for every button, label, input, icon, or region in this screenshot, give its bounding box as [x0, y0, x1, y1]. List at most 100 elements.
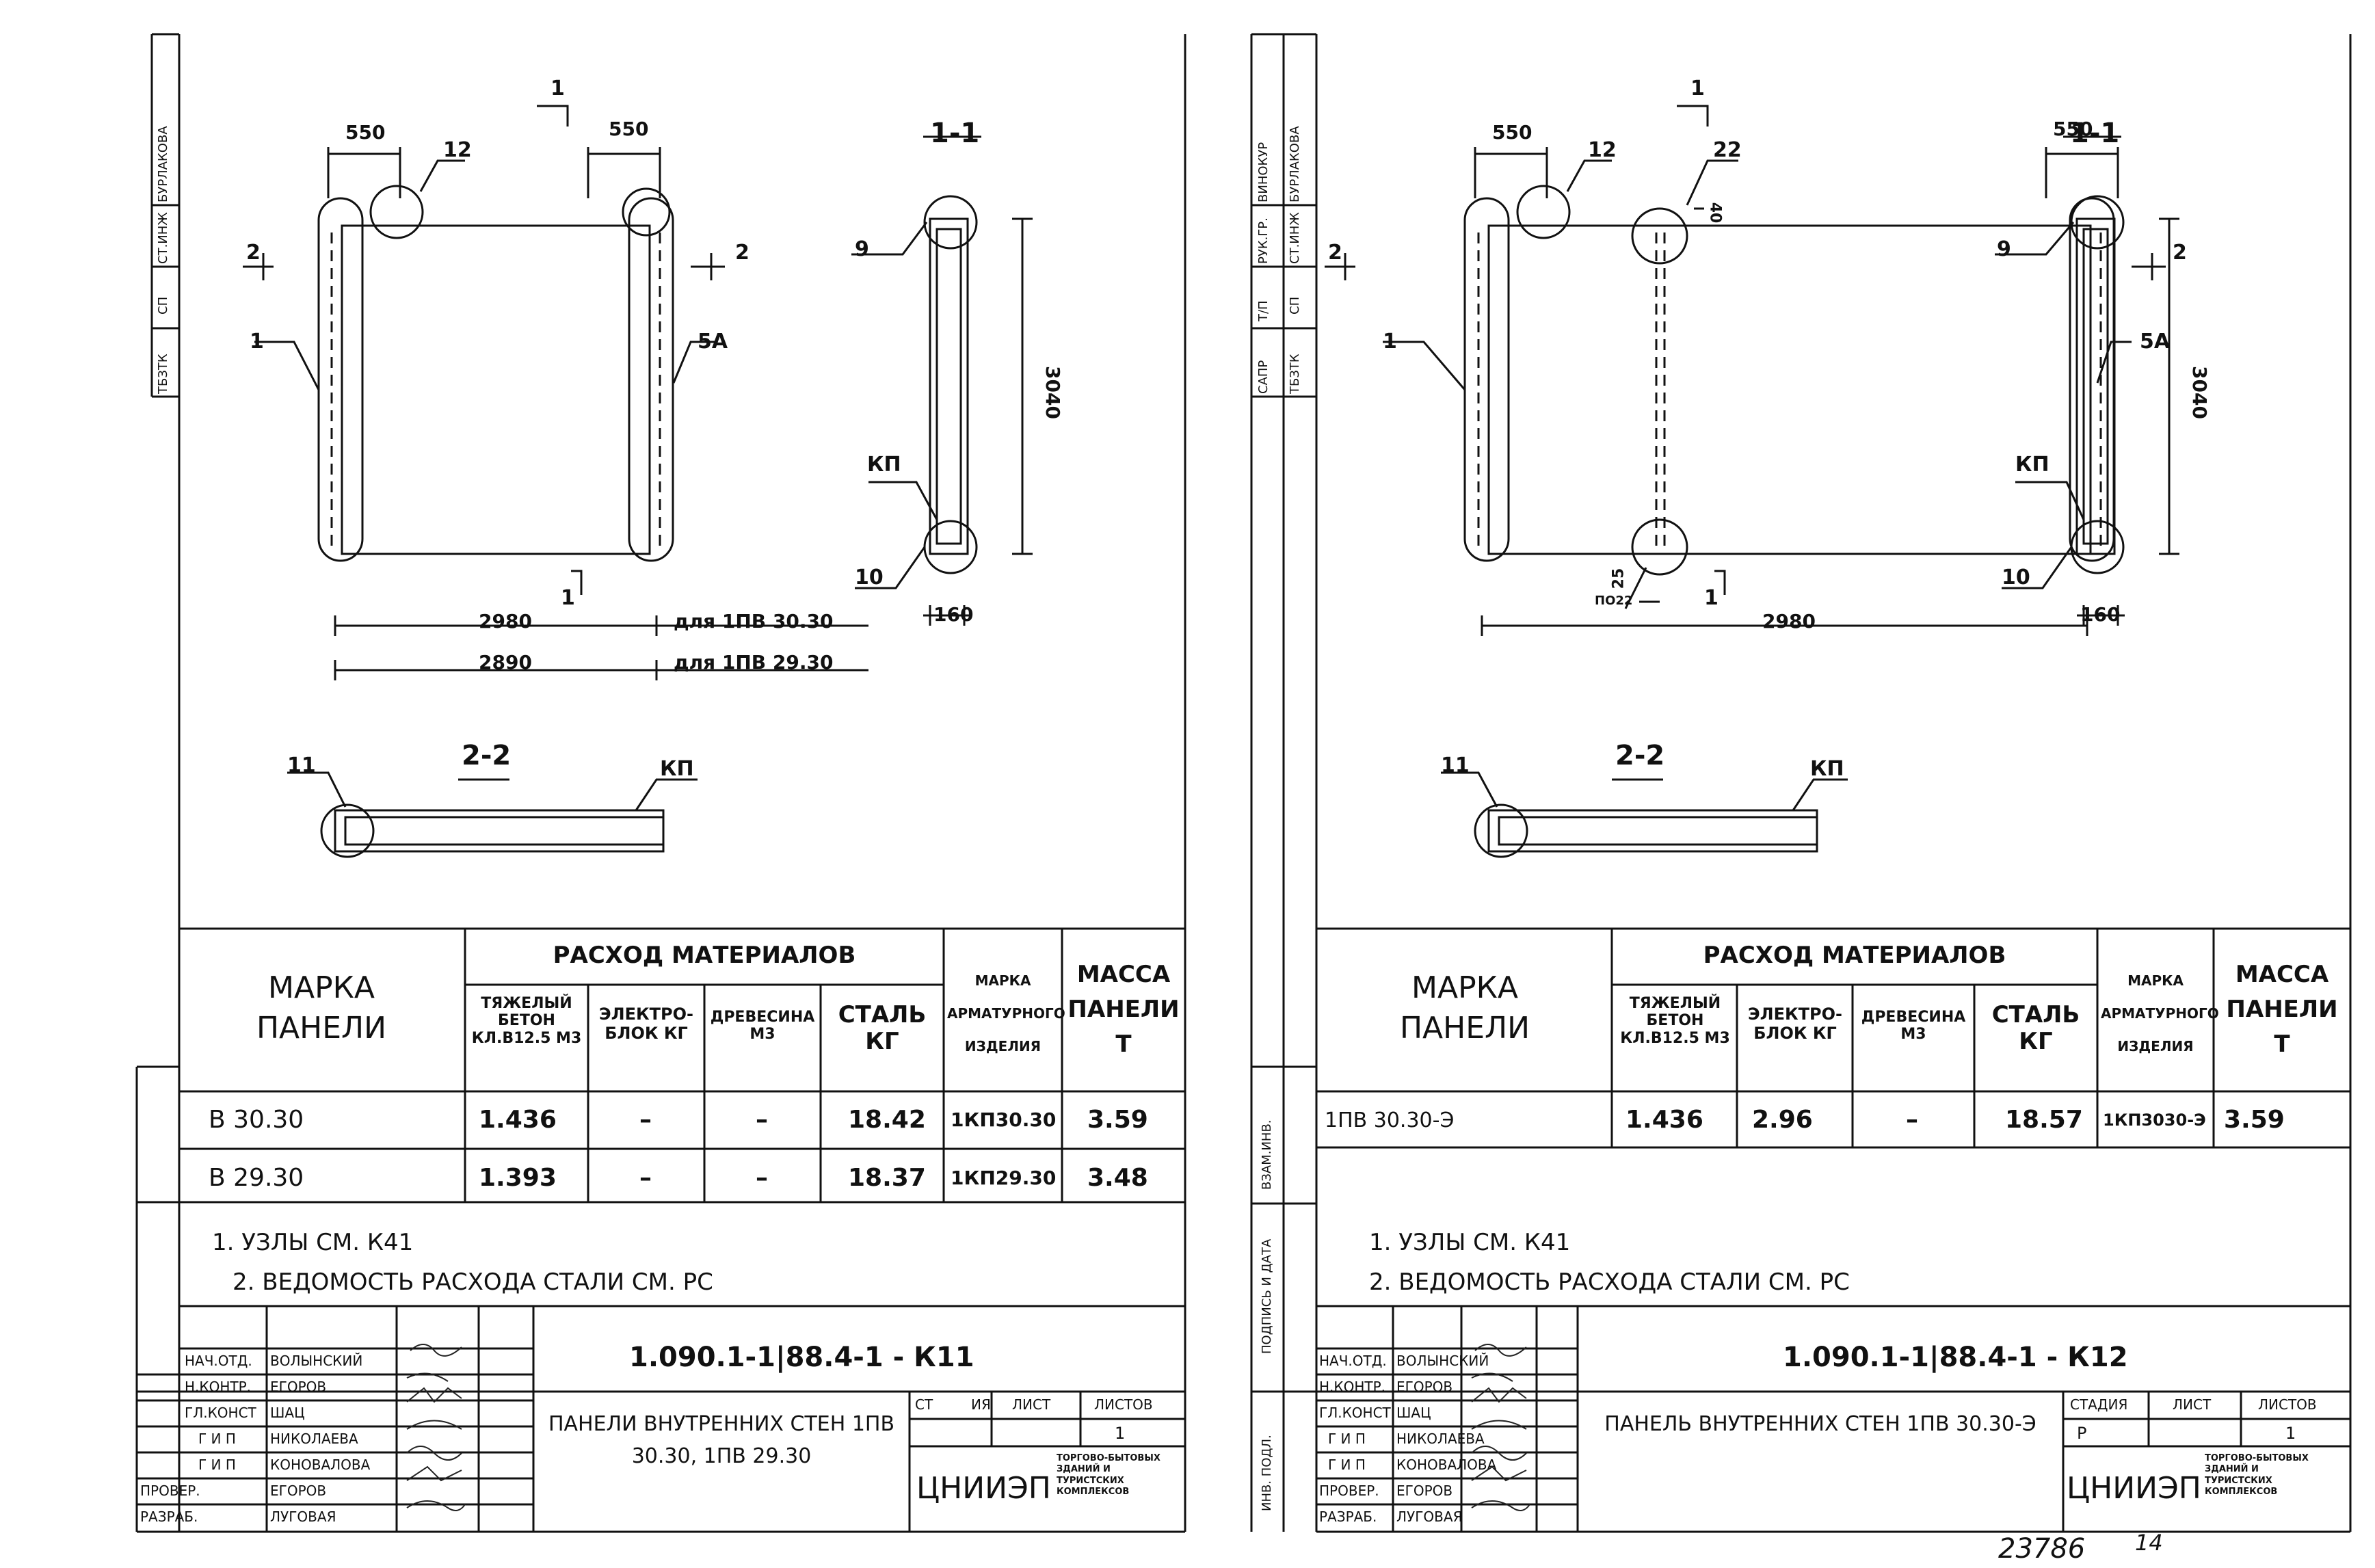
table-header-concrete: ТЯЖЕЛЫЙ БЕТОН КЛ.В12.5 М3: [1620, 995, 1730, 1047]
side-label-st-inzh: СТ.ИНЖ: [156, 212, 170, 264]
dim-2980: 2980: [1762, 610, 1816, 633]
table-row-1-wood: –: [1906, 1106, 1918, 1134]
stamp-name-7: ЛУГОВАЯ: [270, 1509, 336, 1525]
table-row-2-wood: –: [756, 1164, 768, 1192]
stamp-role-6: ПРОВЕР.: [140, 1483, 200, 1499]
side-label-st-inzh: СТ.ИНЖ: [1288, 212, 1302, 264]
sheet-header: ЛИСТ: [2173, 1396, 2212, 1413]
sheet-header: ЛИСТ: [1012, 1396, 1051, 1413]
side-label-vinokur: ВИНОКУР: [1256, 142, 1271, 202]
callout-9: 9: [1997, 237, 2011, 261]
table-header-concrete: ТЯЖЕЛЫЙ БЕТОН КЛ.В12.5 М3: [471, 995, 582, 1047]
stamp-role-4: Г И П: [1328, 1431, 1366, 1447]
table-header-armature: МАРКА АРМАТУРНОГО ИЗДЕЛИЯ: [2101, 972, 2219, 1054]
side-label-sp: СП: [156, 296, 170, 315]
section-mark-1-top: 1: [550, 77, 565, 101]
callout-kp-section: КП: [660, 757, 694, 781]
note-2: 2. ВЕДОМОСТЬ РАСХОДА СТАЛИ СМ. РС: [233, 1268, 713, 1296]
callout-11: 11: [287, 754, 316, 778]
organization-subtitle: ТОРГОВО-БЫТОВЫХ ЗДАНИЙ И ТУРИСТСКИХ КОМП…: [1057, 1453, 1160, 1497]
callout-kp-section: КП: [1810, 757, 1844, 781]
stamp-role-7: РАЗРАБ.: [140, 1509, 198, 1525]
callout-11: 11: [1441, 754, 1470, 778]
side-label-tbztk: ТБЗТК: [1288, 354, 1302, 394]
section-title-2-2: 2-2: [1615, 740, 1665, 771]
dim-2890: 2890: [479, 651, 532, 674]
dim-40: 40: [1706, 202, 1724, 224]
table-row-2-electro: –: [639, 1164, 652, 1192]
drawing-title: ПАНЕЛИ ВНУТРЕННИХ СТЕН 1ПВ 30.30, 1ПВ 29…: [548, 1412, 895, 1468]
stamp-name-4: НИКОЛАЕВА: [270, 1431, 358, 1447]
side-label-sp: СП: [1288, 296, 1302, 315]
side-stamp-vzam-inv: ВЗАМ.ИНВ.: [1260, 1119, 1274, 1190]
table-row-1-wood: –: [756, 1106, 768, 1134]
side-label-tbztk: ТБЗТК: [156, 354, 170, 394]
table-row-1-mass: 3.59: [2224, 1106, 2285, 1134]
dim-3040: 3040: [1041, 366, 1064, 419]
table-row-2-mark: В 29.30: [209, 1164, 304, 1192]
dim-550-left: 550: [1492, 121, 1533, 144]
right-drawing-lines: [1250, 33, 2352, 1533]
callout-5a: 5А: [698, 330, 728, 354]
left-drawing-sheet: БУРЛАКОВА СТ.ИНЖ СП ТБЗТК 550 550 2980 2…: [0, 0, 1187, 1568]
table-header-consumption: РАСХОД МАТЕРИАЛОВ: [1703, 942, 2006, 969]
stamp-name-6: ЕГОРОВ: [270, 1483, 327, 1499]
section-mark-1-bottom: 1: [561, 586, 575, 610]
drawing-code: 1.090.1-1|88.4-1 - К12: [1783, 1342, 2128, 1373]
section-mark-2-left: 2: [246, 241, 261, 265]
table-row-1-mark: В 30.30: [209, 1106, 304, 1134]
right-drawing-sheet: ВИНОКУР БУРЛАКОВА РУК.ГР. СТ.ИНЖ Т/П СП …: [1188, 0, 2375, 1568]
side-stamp-inv-podl: ИНВ. ПОДЛ.: [1260, 1435, 1274, 1511]
stage-header: СТАДИЯ: [2070, 1396, 2128, 1413]
table-row-2-armature: 1КП29.30: [951, 1167, 1057, 1189]
table-row-2-mass: 3.48: [1087, 1164, 1148, 1192]
organization-name: ЦНИИЭП: [916, 1471, 1051, 1506]
table-header-wood: ДРЕВЕСИНА М3: [1861, 1009, 1966, 1044]
table-row-2-steel: 18.37: [848, 1164, 926, 1192]
stamp-role-2: Н.КОНТР.: [1319, 1379, 1386, 1395]
callout-1: 1: [250, 330, 264, 354]
stamp-role-5: Г И П: [1328, 1457, 1366, 1473]
drawing-code: 1.090.1-1|88.4-1 - К11: [629, 1342, 974, 1373]
drawing-title: ПАНЕЛЬ ВНУТРЕННИХ СТЕН 1ПВ 30.30-Э: [1604, 1412, 2036, 1436]
dim-25: 25: [1610, 568, 1628, 589]
callout-1: 1: [1383, 330, 1397, 354]
stamp-role-2: Н.КОНТР.: [185, 1379, 252, 1395]
table-header-electro: ЭЛЕКТРО- БЛОК КГ: [599, 1005, 693, 1043]
stamp-role-1: НАЧ.ОТД.: [185, 1353, 252, 1369]
stamp-name-4: НИКОЛАЕВА: [1396, 1431, 1485, 1447]
organization-name: ЦНИИЭП: [2067, 1471, 2201, 1506]
stamp-name-3: ШАЦ: [1396, 1405, 1431, 1421]
section-title-2-2: 2-2: [462, 740, 512, 771]
dim-160: 160: [2080, 603, 2121, 626]
stage-value: Р: [2077, 1424, 2087, 1443]
sheets-header: ЛИСТОВ: [1094, 1396, 1153, 1413]
table-row-1-concrete: 1.436: [479, 1106, 557, 1134]
callout-22: 22: [1713, 138, 1742, 162]
table-row-1-electro: 2.96: [1752, 1106, 1813, 1134]
dim-3040: 3040: [2188, 366, 2211, 419]
sheets-count: 1: [1115, 1424, 1126, 1443]
table-header-electro: ЭЛЕКТРО- БЛОК КГ: [1748, 1005, 1842, 1043]
callout-10: 10: [2002, 566, 2030, 589]
table-header-armature: МАРКА АРМАТУРНОГО ИЗДЕЛИЯ: [947, 972, 1065, 1054]
stage-header-b: ИЯ: [971, 1396, 991, 1413]
stage-header-a: СТ: [915, 1396, 933, 1413]
callout-kp: КП: [2015, 453, 2049, 477]
section-title-1-1: 1-1: [2070, 118, 2120, 149]
table-header-mark: МАРКА ПАНЕЛИ: [1399, 970, 1530, 1046]
sheets-header: ЛИСТОВ: [2258, 1396, 2317, 1413]
table-row-1-steel: 18.42: [848, 1106, 926, 1134]
side-stamp-signature-date: ПОДПИСЬ И ДАТА: [1260, 1238, 1274, 1354]
dim-550-left: 550: [345, 121, 386, 144]
table-header-steel: СТАЛЬ КГ: [838, 1001, 927, 1056]
callout-12: 12: [1588, 138, 1617, 162]
table-header-consumption: РАСХОД МАТЕРИАЛОВ: [553, 942, 856, 969]
stamp-name-3: ШАЦ: [270, 1405, 305, 1421]
stamp-role-4: Г И П: [198, 1431, 236, 1447]
table-row-2-concrete: 1.393: [479, 1164, 557, 1192]
table-header-steel: СТАЛЬ КГ: [1991, 1001, 2080, 1056]
left-drawing-lines: [135, 33, 1186, 1533]
sheets-count: 1: [2285, 1424, 2296, 1443]
stamp-role-7: РАЗРАБ.: [1319, 1509, 1377, 1525]
